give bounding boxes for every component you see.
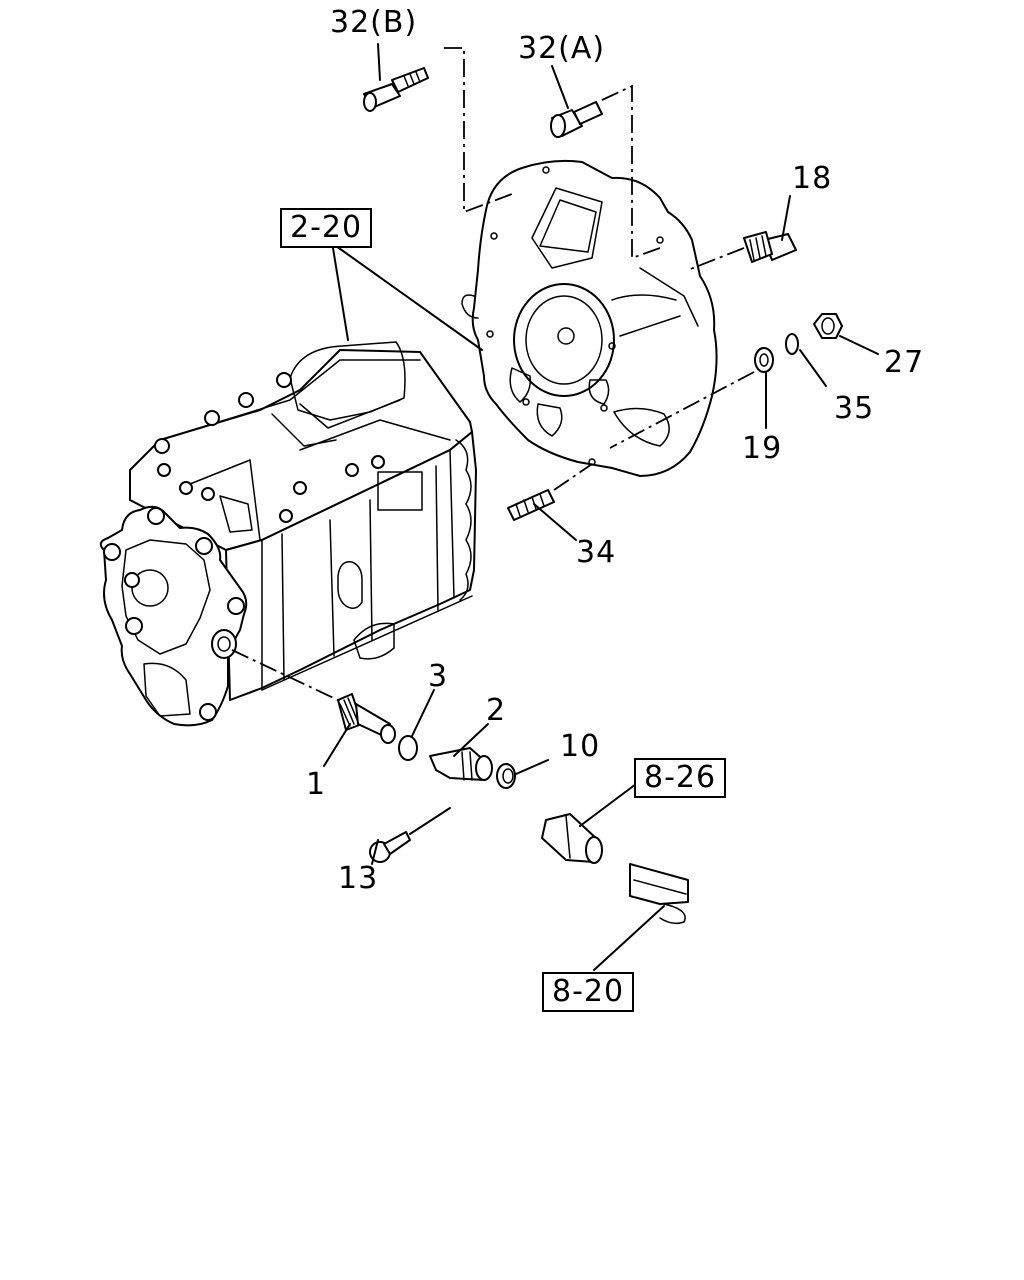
part-label-32b: 32(B) xyxy=(330,5,418,40)
bolt-32a xyxy=(550,101,603,138)
sleeve-2 xyxy=(429,747,493,781)
part-label-19: 19 xyxy=(742,431,783,466)
part-label-2: 2 xyxy=(486,693,507,728)
washer-19 xyxy=(754,347,774,373)
washer-35 xyxy=(785,333,799,355)
bolt-13 xyxy=(369,831,411,863)
stud-bolt-32b xyxy=(363,67,429,112)
stud-34 xyxy=(507,489,555,521)
part-label-13: 13 xyxy=(338,861,379,896)
part-label-18: 18 xyxy=(792,161,833,196)
gear-shaft-1 xyxy=(337,693,396,744)
transmission-case xyxy=(99,341,477,727)
part-label-32a: 32(A) xyxy=(518,31,606,66)
leader-lines xyxy=(231,43,879,971)
part-label-35: 35 xyxy=(834,391,875,426)
part-label-10: 10 xyxy=(560,729,601,764)
nut-27 xyxy=(813,313,843,339)
o-ring-3 xyxy=(398,735,418,761)
part-label-3: 3 xyxy=(428,659,449,694)
reference-box-8-26: 8-26 xyxy=(634,758,727,798)
clutch-housing xyxy=(461,159,718,477)
part-label-34: 34 xyxy=(576,535,617,570)
reference-box-2-20: 2-20 xyxy=(280,208,373,248)
part-label-27: 27 xyxy=(884,345,925,380)
seal-10 xyxy=(496,763,516,789)
reference-box-8-20: 8-20 xyxy=(542,972,635,1012)
part-label-1: 1 xyxy=(306,767,327,802)
speed-sensor xyxy=(541,813,603,864)
bracket xyxy=(629,863,689,925)
bolt-18 xyxy=(743,231,797,263)
